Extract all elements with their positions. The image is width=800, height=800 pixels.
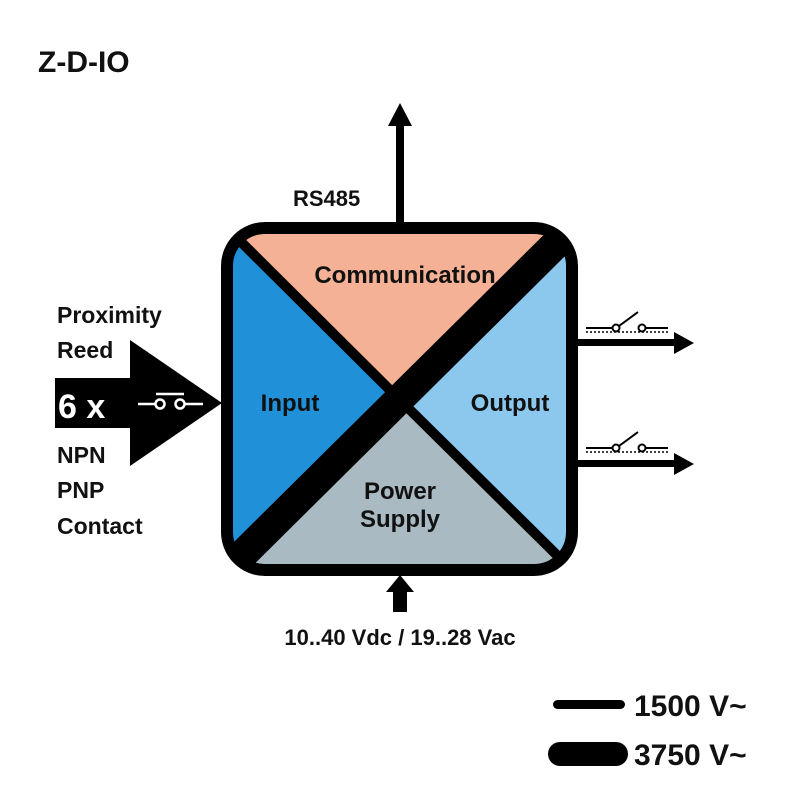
module-outline <box>221 222 578 576</box>
divider-thick <box>227 228 572 570</box>
input-count: 6 x <box>58 388 105 426</box>
power-arrow <box>386 575 414 612</box>
thin-isolation-line <box>553 700 625 709</box>
power-input-label: 10..40 Vdc / 19..28 Vac <box>284 625 515 650</box>
isolation-1500-label: 1500 V~ <box>634 690 747 723</box>
power-section <box>227 400 572 570</box>
input-section <box>227 228 400 570</box>
communication-label: Communication <box>314 262 495 289</box>
relay-output-icon <box>586 431 668 453</box>
output-arrow-2 <box>578 453 694 475</box>
contact-switch-icon <box>138 392 203 410</box>
input-type-pnp: PNP <box>57 477 104 503</box>
input-label: Input <box>261 390 320 417</box>
communication-arrow <box>388 103 412 222</box>
input-type-reed: Reed <box>57 337 113 363</box>
isolation-3750-label: 3750 V~ <box>634 739 747 772</box>
isolation-legend: 1500 V~ 3750 V~ <box>548 690 747 772</box>
rs485-label: RS485 <box>293 186 360 211</box>
relay-output-icon <box>586 311 668 333</box>
input-type-contact: Contact <box>57 513 143 539</box>
divider-thin-1 <box>227 228 404 404</box>
output-label: Output <box>471 390 550 417</box>
power-label-line1: Power <box>364 478 436 505</box>
power-label-line2: Supply <box>360 506 441 533</box>
thick-isolation-line <box>548 742 628 766</box>
communication-section <box>227 228 572 400</box>
input-type-npn: NPN <box>57 442 106 468</box>
diagram-title: Z-D-IO <box>38 46 130 79</box>
module-block <box>221 222 578 576</box>
output-section <box>400 228 572 570</box>
divider-thin-2 <box>396 396 572 570</box>
output-arrow-1 <box>578 332 694 354</box>
input-type-proximity: Proximity <box>57 302 162 328</box>
